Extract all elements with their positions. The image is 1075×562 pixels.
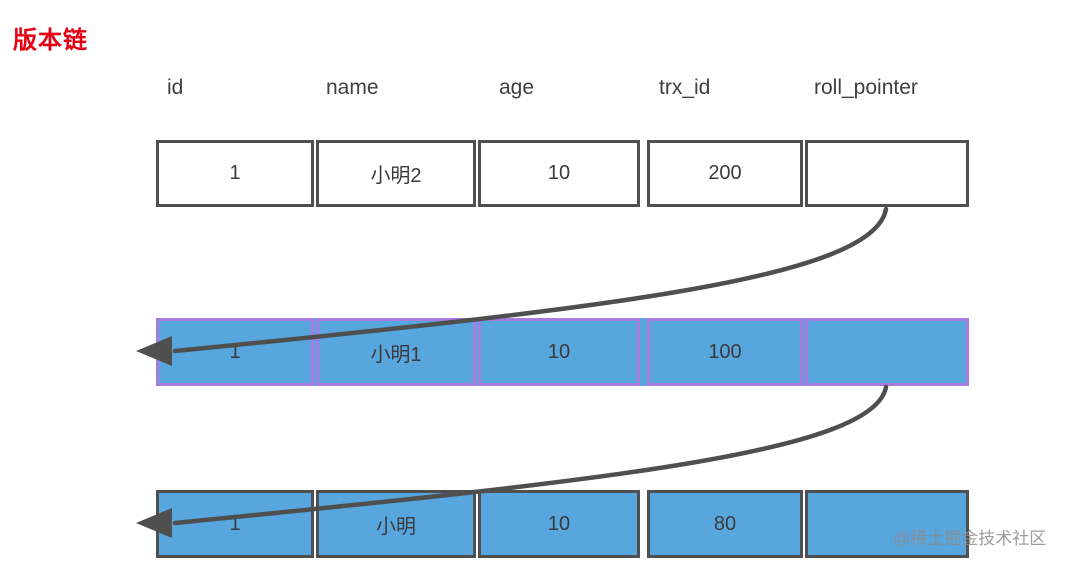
cell-id: 1 [156,318,314,386]
cell-name: 小明2 [316,140,476,207]
diagram-title: 版本链 [13,27,88,54]
cell-age: 10 [478,490,640,558]
cell-name: 小明1 [316,318,476,386]
cell-age: 10 [478,140,640,207]
cell-age: 10 [478,318,640,386]
cell-roll-pointer [805,318,969,386]
cell-id: 1 [156,490,314,558]
cell-trx-id: 200 [647,140,803,207]
column-header-name: name [326,76,379,99]
column-header-trx-id: trx_id [659,76,711,99]
table-row-undo-version-2: 1 小明 10 80 [156,490,969,558]
cell-trx-id: 100 [647,318,803,386]
cell-id: 1 [156,140,314,207]
cell-roll-pointer [805,140,969,207]
column-header-id: id [167,76,184,99]
table-row-latest: 1 小明2 10 200 [156,140,969,207]
site-watermark: @稀土掘金技术社区 [893,529,1047,548]
column-header-roll-pointer: roll_pointer [814,76,918,99]
cell-trx-id: 80 [647,490,803,558]
column-header-age: age [499,76,535,99]
cell-name: 小明 [316,490,476,558]
table-row-undo-version-1: 1 小明1 10 100 [156,318,969,386]
